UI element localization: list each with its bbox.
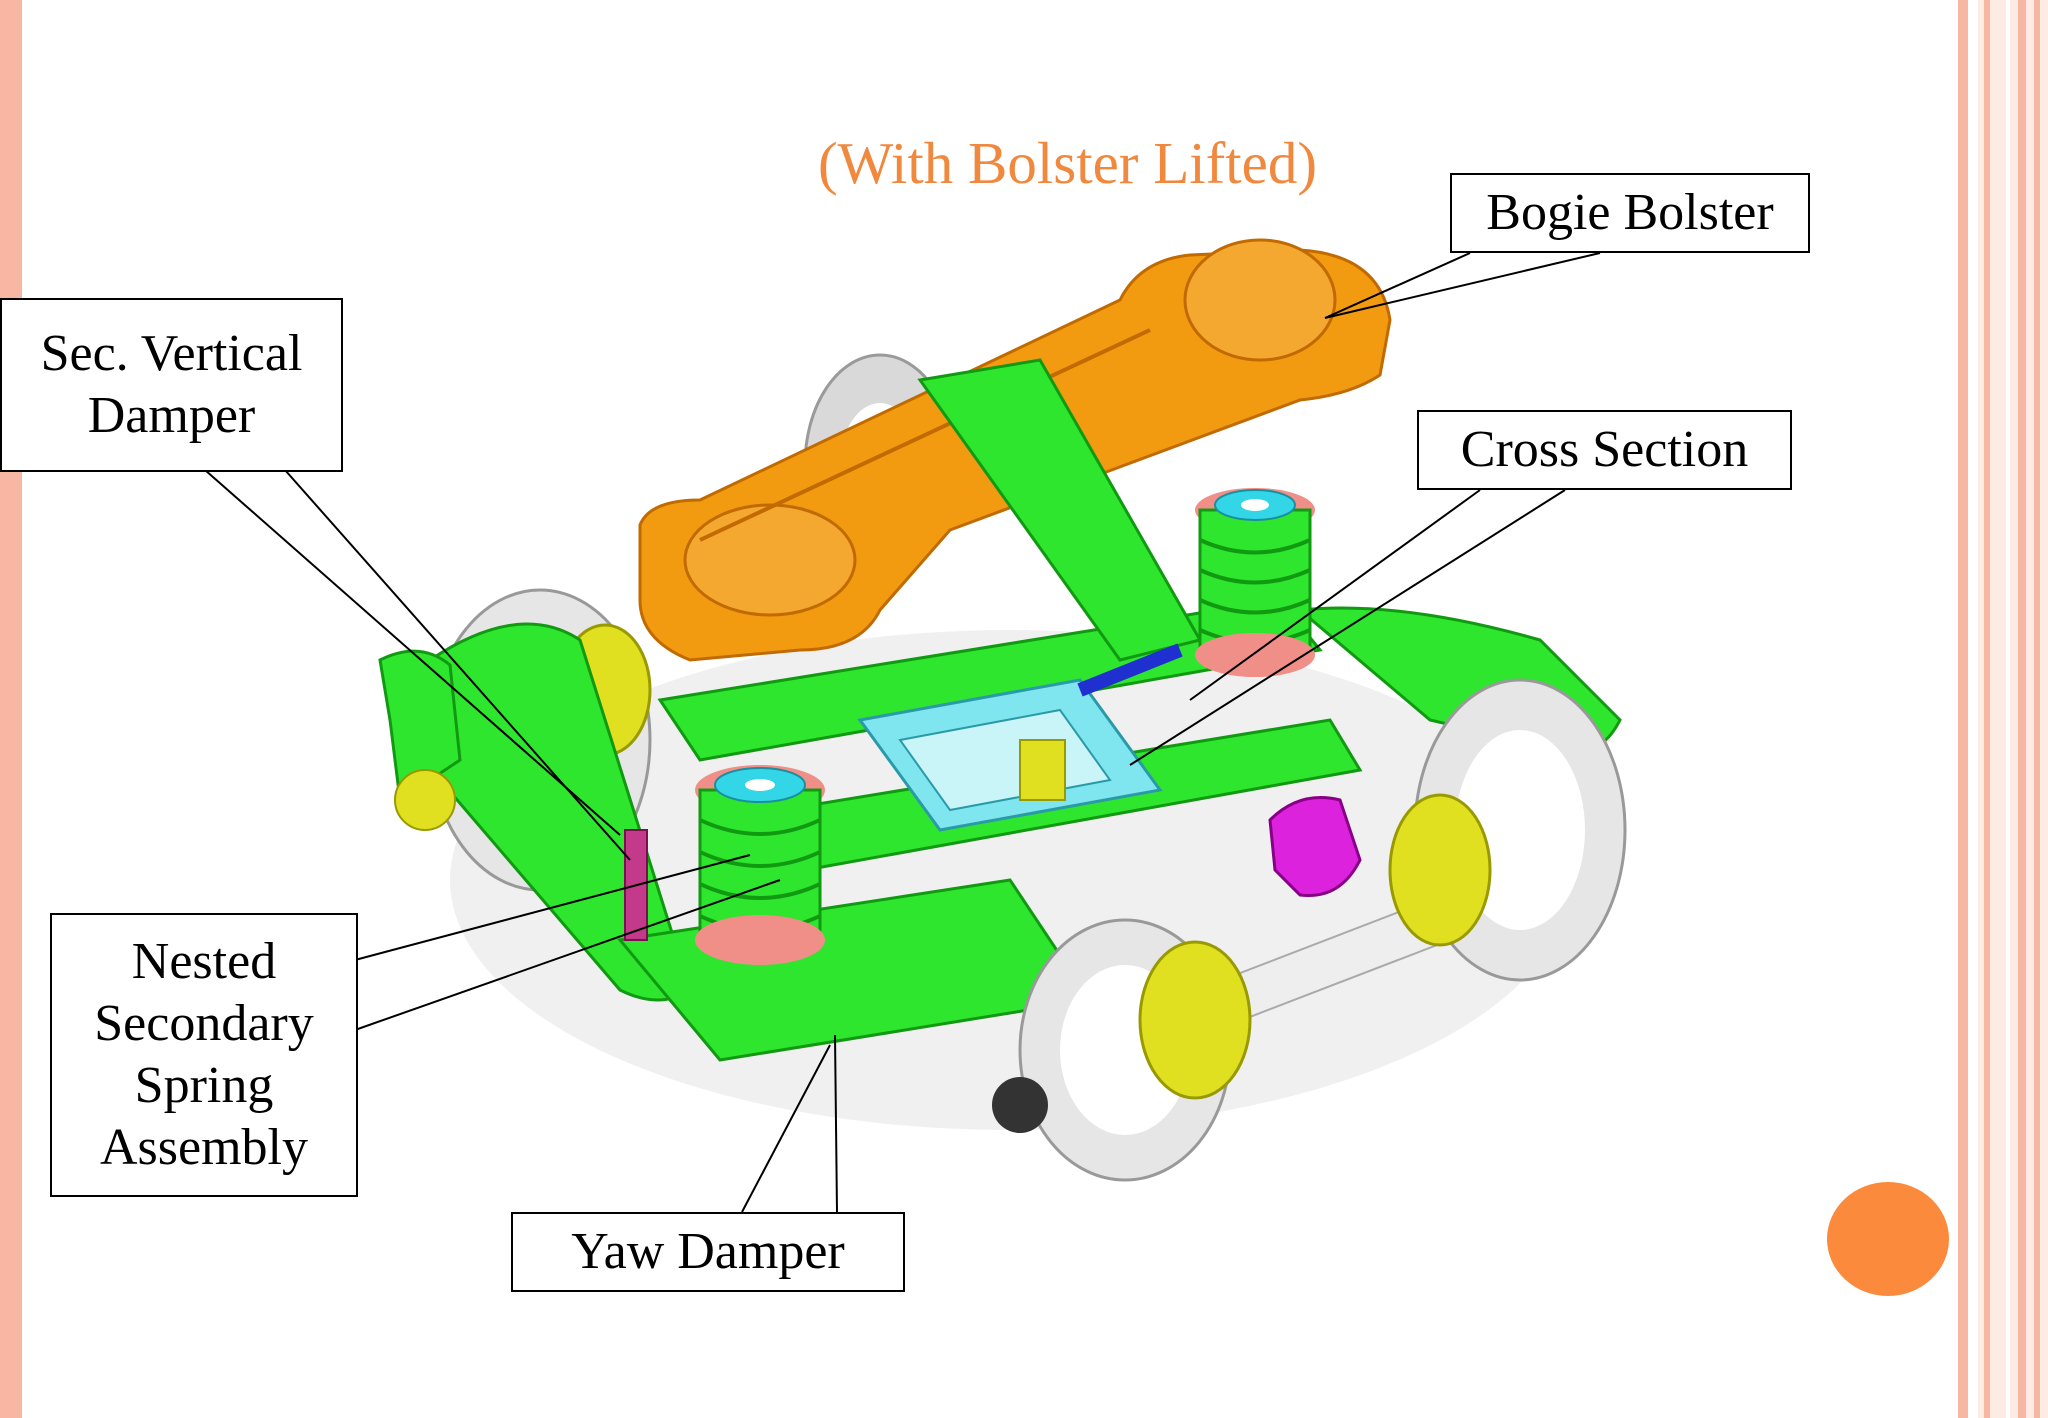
callout-bogie-bolster-label: Bogie Bolster [1486, 184, 1774, 241]
right-border-stripe-6 [2034, 0, 2040, 1418]
callout-nested-line2: Secondary [94, 995, 314, 1052]
right-border-stripe-2 [1978, 0, 2006, 1418]
callout-nested-line1: Nested [131, 933, 277, 990]
callout-sec-vertical-damper: Sec. Vertical Damper [0, 298, 343, 472]
slide-subtitle: (With Bolster Lifted) [818, 130, 1317, 196]
front-left-spring [695, 765, 825, 965]
callout-cross-section-label: Cross Section [1460, 421, 1749, 478]
callout-sec-vertical-damper-line2: Damper [87, 387, 256, 444]
right-border-stripe-3 [1984, 0, 1990, 1418]
callout-cross-section: Cross Section [1417, 410, 1792, 490]
rear-right-spring [1195, 488, 1315, 677]
rear-axle-box [394, 769, 456, 831]
leader-lines [204, 252, 1601, 1213]
callout-yaw-damper-label: Yaw Damper [571, 1223, 845, 1280]
callout-sec-vertical-damper-line1: Sec. Vertical [40, 325, 303, 382]
callout-nested-line3: Spring [134, 1057, 274, 1114]
right-border-stripe-4 [2010, 0, 2048, 1418]
brake-unit-shape [1268, 796, 1362, 898]
callout-bogie-bolster: Bogie Bolster [1450, 173, 1810, 253]
right-border-stripe-1 [1958, 0, 1968, 1418]
accent-dot [1827, 1182, 1949, 1296]
callout-yaw-damper: Yaw Damper [511, 1212, 905, 1292]
front-right-wheel [1388, 678, 1627, 982]
axle-box-cover [992, 1077, 1048, 1133]
callout-nested-secondary-spring: Nested Secondary Spring Assembly [50, 913, 358, 1197]
right-border-stripe-5 [2018, 0, 2026, 1418]
callout-nested-line4: Assembly [100, 1119, 308, 1176]
front-left-wheel [1018, 918, 1252, 1182]
cross-section-shape [857, 643, 1183, 832]
